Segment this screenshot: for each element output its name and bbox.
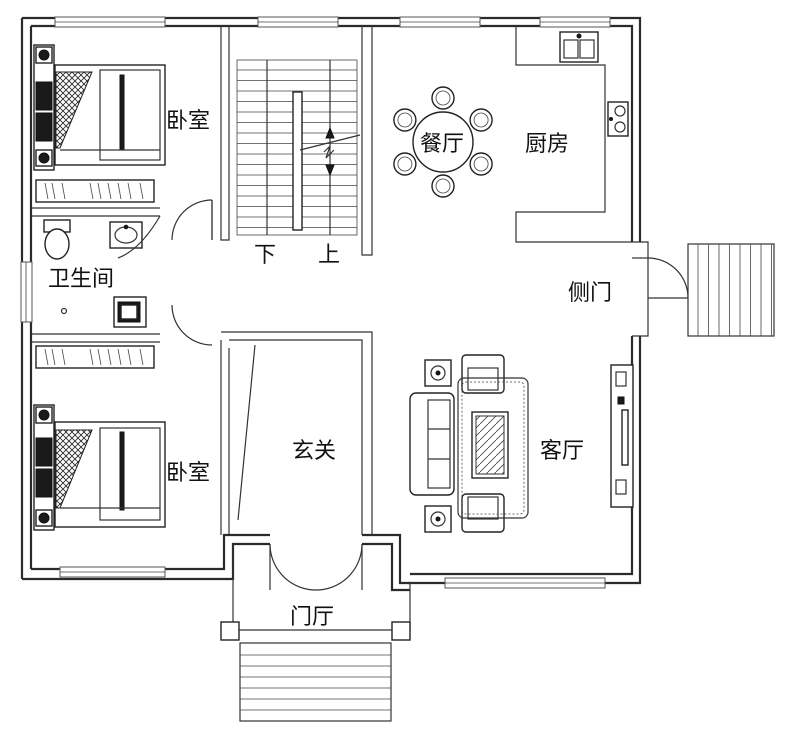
dining-chair bbox=[431, 86, 455, 110]
dining-chair bbox=[393, 152, 417, 176]
rug bbox=[457, 377, 529, 519]
top-windows bbox=[20, 16, 611, 589]
side-table-bottom bbox=[424, 505, 452, 533]
dining-chair-seat bbox=[397, 156, 413, 172]
wardrobe-hanger bbox=[89, 348, 94, 366]
wardrobe-hanger bbox=[44, 182, 49, 200]
kitchen-stove bbox=[607, 101, 629, 137]
dining-chair bbox=[431, 174, 455, 198]
doors bbox=[117, 199, 689, 591]
sofa-main bbox=[409, 392, 455, 496]
toilet bbox=[43, 219, 71, 260]
wardrobe-bottom bbox=[35, 345, 155, 369]
kitchen-sink bbox=[559, 31, 599, 63]
label-foyer: 玄关 bbox=[292, 439, 336, 464]
label-side-door: 侧门 bbox=[568, 281, 612, 306]
wardrobe-hanger bbox=[127, 348, 132, 366]
wardrobe-hanger bbox=[97, 348, 102, 366]
wardrobe-hanger bbox=[117, 348, 122, 366]
dining-chair-seat bbox=[397, 112, 413, 128]
wardrobe-hanger bbox=[61, 182, 66, 200]
stair-down-label: 下 bbox=[254, 243, 276, 268]
label-dining: 餐厅 bbox=[420, 132, 464, 157]
stair-up-label: 上 bbox=[318, 243, 340, 268]
side-steps bbox=[687, 243, 775, 337]
wardrobe-hanger bbox=[97, 182, 102, 200]
dining-chair bbox=[393, 108, 417, 132]
porch bbox=[220, 544, 411, 722]
label-bathroom: 卫生间 bbox=[48, 267, 114, 292]
wardrobe-hanger bbox=[117, 182, 122, 200]
dining-chair-seat bbox=[435, 178, 451, 194]
label-entrance-hall: 门厅 bbox=[290, 605, 334, 630]
tv-cabinet bbox=[610, 364, 634, 508]
label-kitchen: 厨房 bbox=[525, 132, 569, 157]
coffee-table bbox=[471, 411, 509, 479]
dining-chair-seat bbox=[473, 112, 489, 128]
dining-chair-seat bbox=[435, 90, 451, 106]
washing-machine bbox=[113, 296, 147, 328]
wardrobe-hanger bbox=[139, 182, 144, 200]
dining-chair bbox=[469, 152, 493, 176]
side-table-top bbox=[424, 359, 452, 387]
bed-bottom bbox=[33, 404, 166, 531]
dining-chair bbox=[469, 108, 493, 132]
floor-drain bbox=[60, 307, 68, 315]
wardrobe-hanger bbox=[51, 182, 56, 200]
dining-table bbox=[393, 86, 493, 198]
wardrobe-hanger bbox=[139, 348, 144, 366]
wardrobe-hanger bbox=[51, 348, 56, 366]
label-bedroom-bottom: 卧室 bbox=[166, 461, 210, 486]
wardrobe-hanger bbox=[107, 348, 112, 366]
dining-chair-seat bbox=[473, 156, 489, 172]
bed-top bbox=[33, 44, 166, 171]
label-bedroom-top: 卧室 bbox=[166, 109, 210, 134]
wardrobe-hanger bbox=[127, 182, 132, 200]
armchair-top bbox=[461, 354, 505, 394]
wardrobe-hanger bbox=[61, 348, 66, 366]
bathroom-sink bbox=[109, 221, 143, 249]
armchair-bottom bbox=[461, 493, 505, 533]
staircase bbox=[236, 59, 361, 236]
wardrobe-hanger bbox=[44, 348, 49, 366]
wardrobe-top bbox=[35, 179, 155, 203]
wardrobe-hanger bbox=[107, 182, 112, 200]
label-living: 客厅 bbox=[540, 439, 584, 464]
wardrobe-hanger bbox=[89, 182, 94, 200]
